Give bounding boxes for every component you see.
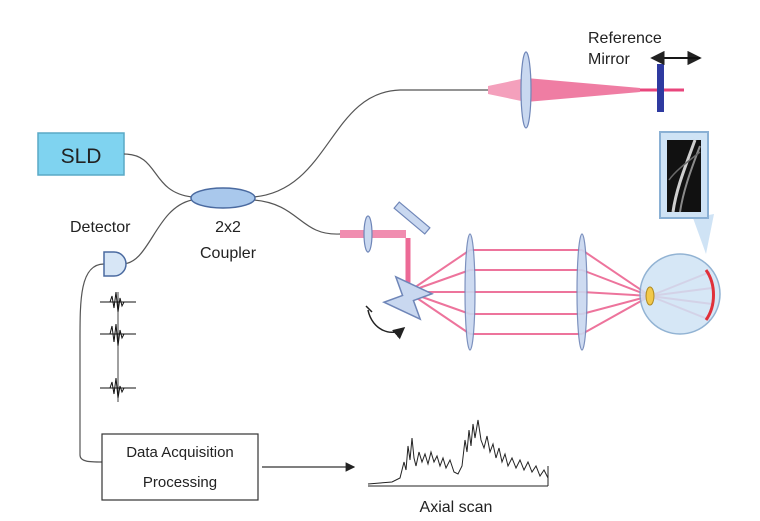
sample-arm — [340, 131, 721, 351]
fiber-sample-arm — [253, 199, 341, 235]
sample-beam-input — [340, 230, 406, 238]
axial-scan-plot: Axial scan — [367, 419, 549, 516]
oct-bscan-icon — [659, 131, 714, 254]
interference-signals — [100, 291, 136, 402]
ocular-lens — [576, 233, 588, 351]
axial-scan-trace — [367, 419, 549, 485]
reference-beam — [488, 78, 526, 102]
detector-label: Detector — [70, 219, 131, 236]
axial-scan-label: Axial scan — [420, 499, 493, 516]
daq-label-line1: Data Acquisition — [126, 444, 234, 461]
galvo-scanner — [381, 275, 435, 321]
reference-mirror — [657, 64, 664, 112]
detector-icon — [103, 251, 127, 277]
scan-lens — [464, 233, 476, 351]
fiber-sld-coupler — [123, 153, 193, 198]
reference-arm: Reference Mirror — [488, 30, 702, 129]
fiber-reference-arm — [253, 89, 488, 198]
sld-source: SLD — [37, 132, 125, 176]
reference-lens — [520, 51, 532, 129]
interference-burst-3 — [109, 377, 125, 399]
coupler-label-line1: 2x2 — [215, 219, 241, 236]
collimator-lens — [363, 215, 373, 253]
detector: Detector — [70, 219, 131, 277]
optical-fibers — [79, 89, 488, 463]
rotation-arrow-icon — [367, 309, 406, 340]
coupler-label-line2: Coupler — [200, 245, 257, 262]
fiber-detector-coupler — [121, 199, 193, 265]
data-acquisition-box: Data Acquisition Processing — [101, 433, 259, 501]
interference-burst-1 — [109, 291, 125, 313]
eye-icon — [639, 253, 721, 335]
interference-burst-2 — [109, 323, 125, 347]
daq-label-line2: Processing — [143, 474, 217, 491]
eye-lens — [645, 286, 655, 306]
fiber-detector-daq — [79, 263, 105, 463]
sld-label: SLD — [61, 145, 102, 168]
fold-mirror — [393, 201, 431, 235]
fiber-coupler: 2x2 Coupler — [190, 187, 257, 262]
retina — [704, 269, 715, 321]
reference-label-line1: Reference — [588, 30, 662, 47]
reference-label-line2: Mirror — [588, 51, 630, 68]
